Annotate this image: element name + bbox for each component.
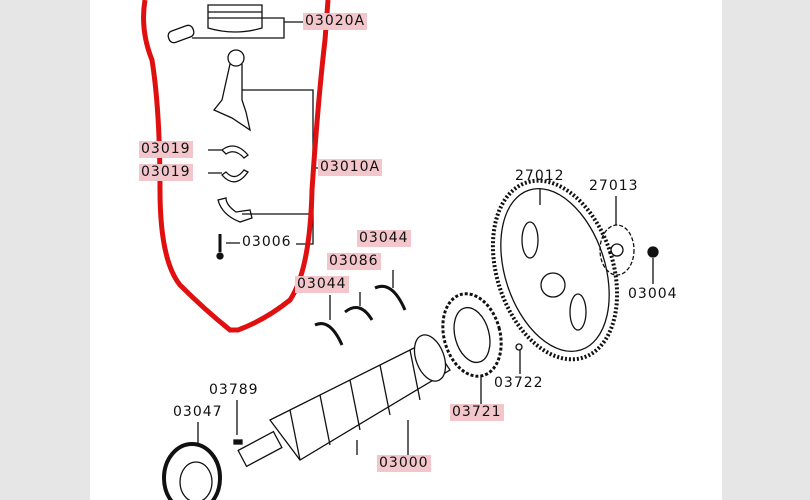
- drive-plate-icon: [490, 178, 620, 362]
- part-label-03010A[interactable]: 03010A: [318, 159, 383, 176]
- part-label-03006[interactable]: 03006: [242, 234, 292, 250]
- rod-cap-icon: [217, 197, 253, 223]
- bearing-shell-icon: [221, 145, 249, 183]
- part-label-03020A[interactable]: 03020A: [303, 13, 368, 30]
- sprocket-icon: [441, 292, 503, 378]
- bolt-icon: [216, 234, 224, 260]
- crankshaft-icon: [237, 334, 451, 468]
- part-label-03086[interactable]: 03086: [327, 253, 381, 270]
- damper-pulley-icon: [162, 442, 222, 500]
- part-label-03721[interactable]: 03721: [450, 404, 504, 421]
- key-icon: [233, 439, 243, 445]
- part-label-03047[interactable]: 03047: [173, 404, 223, 420]
- part-label-03044[interactable]: 03044: [295, 276, 349, 293]
- part-label-27013[interactable]: 27013: [589, 178, 639, 194]
- part-label-03000[interactable]: 03000: [377, 455, 431, 472]
- red-annotation-outline: [141, 0, 331, 333]
- connecting-rod-icon: [212, 49, 251, 132]
- part-label-03019[interactable]: 03019: [139, 141, 193, 158]
- parts-diagram-sheet: [90, 0, 722, 500]
- pin-icon: [515, 343, 523, 351]
- part-label-03722[interactable]: 03722: [494, 375, 544, 391]
- part-label-27012[interactable]: 27012: [515, 168, 565, 184]
- part-label-03004[interactable]: 03004: [628, 286, 678, 302]
- part-label-03789[interactable]: 03789: [209, 382, 259, 398]
- part-label-03019[interactable]: 03019: [139, 164, 193, 181]
- flywheel-bolt-icon: [647, 246, 659, 258]
- adapter-plate-icon: [599, 224, 635, 276]
- piston-icon: [167, 4, 263, 44]
- part-label-03044[interactable]: 03044: [357, 230, 411, 247]
